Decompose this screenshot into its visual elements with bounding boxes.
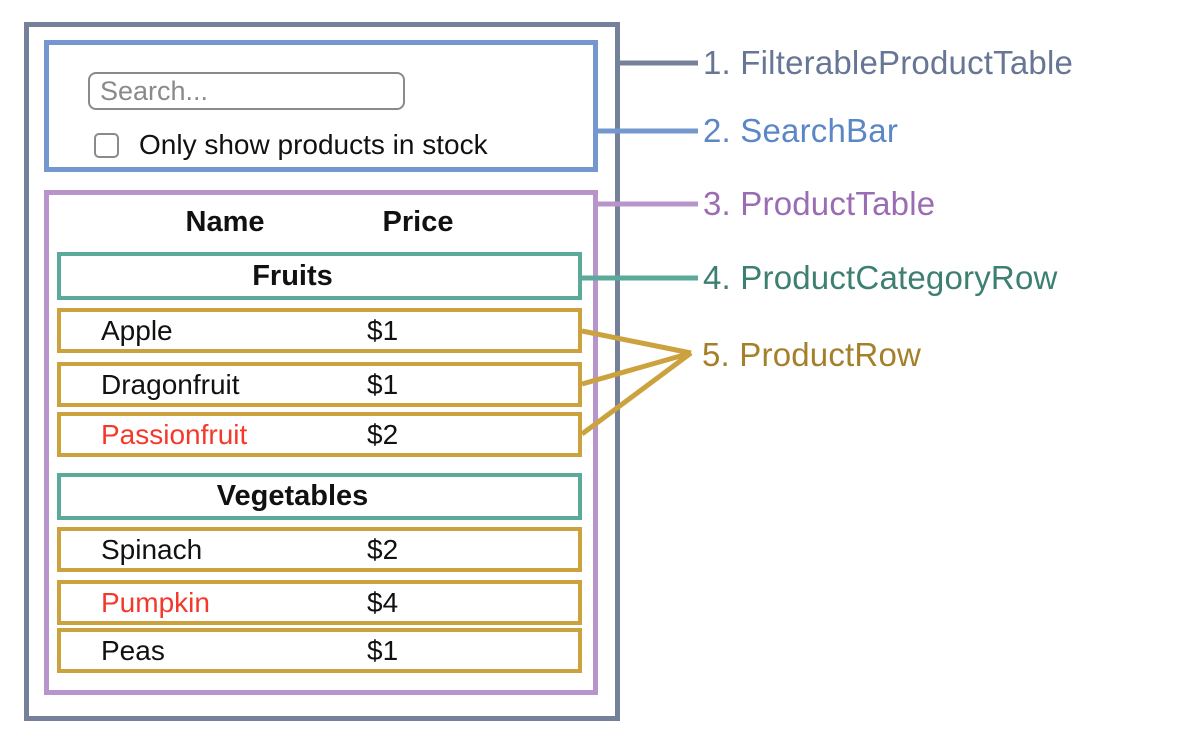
- product-row-peas: Peas $1: [57, 628, 582, 673]
- category-row-fruits: Fruits: [57, 252, 582, 300]
- product-name: Dragonfruit: [101, 368, 240, 400]
- category-row-vegetables: Vegetables: [57, 473, 582, 520]
- label-product-category-row: 4. ProductCategoryRow: [703, 259, 1058, 296]
- column-header-price: Price: [382, 206, 454, 238]
- label-search-bar: 2. SearchBar: [703, 112, 899, 149]
- product-name: Spinach: [101, 533, 203, 565]
- product-name: Apple: [101, 314, 173, 346]
- product-row-apple: Apple $1: [57, 308, 582, 353]
- product-price: $4: [367, 586, 399, 618]
- product-name: Pumpkin: [101, 586, 210, 618]
- label-product-row: 5. ProductRow: [702, 336, 922, 373]
- in-stock-checkbox-label: Only show products in stock: [139, 129, 488, 160]
- product-row-spinach: Spinach $2: [57, 527, 582, 572]
- product-row-dragonfruit: Dragonfruit $1: [57, 362, 582, 407]
- product-price: $1: [367, 368, 399, 400]
- category-label: Fruits: [252, 260, 333, 292]
- product-name: Peas: [101, 634, 165, 666]
- product-price: $1: [367, 634, 399, 666]
- product-row-passionfruit: Passionfruit $2: [57, 412, 582, 457]
- product-name: Passionfruit: [101, 418, 248, 450]
- label-filterable-product-table: 1. FilterableProductTable: [703, 44, 1074, 81]
- product-price: $1: [367, 314, 399, 346]
- column-header-name: Name: [185, 206, 265, 238]
- label-product-table: 3. ProductTable: [703, 185, 936, 222]
- in-stock-checkbox[interactable]: [94, 133, 119, 158]
- product-row-pumpkin: Pumpkin $4: [57, 580, 582, 625]
- category-label: Vegetables: [216, 480, 369, 512]
- product-price: $2: [367, 533, 399, 565]
- search-input[interactable]: [88, 72, 405, 110]
- product-price: $2: [367, 418, 399, 450]
